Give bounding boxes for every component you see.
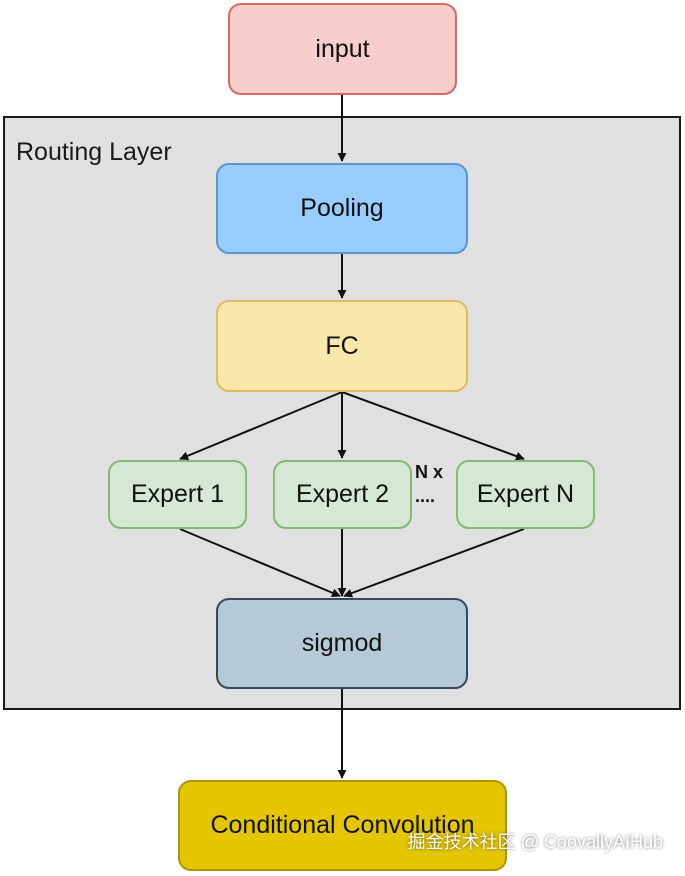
sigmod-node: sigmod [216,598,468,689]
n-times-annotation: N x [415,462,444,482]
edge-fc-to-expert-n [341,391,525,461]
fc-node-label: FC [325,331,359,360]
watermark-text: 掘金技术社区 @ CoovallyAIHub [407,832,663,852]
edge-expert-1-to-sigmod [179,528,341,598]
routing-layer-label: Routing Layer [16,138,172,166]
pooling-node-label: Pooling [300,194,384,222]
expert-2-node: Expert 2 [273,460,412,529]
ellipsis-annotation: .... [415,486,436,506]
input-node: input [228,3,457,95]
edge-expert-n-to-sigmod [343,528,525,598]
edge-fc-to-expert-1 [179,391,343,461]
expert-1-label: Expert 1 [130,480,225,508]
sigmod-node-label: sigmod [301,629,383,657]
conditional-convolution-node: Conditional Convolution [178,780,507,871]
input-node-label: input [315,34,370,63]
expert-1-node: Expert 1 [108,460,247,529]
expert-n-label: Expert N [476,480,575,508]
expert-n-node: Expert N [456,460,595,529]
expert-2-label: Expert 2 [295,480,390,508]
fc-node: FC [216,300,468,392]
pooling-node: Pooling [216,163,468,254]
conditional-convolution-label: Conditional Convolution [210,811,475,839]
